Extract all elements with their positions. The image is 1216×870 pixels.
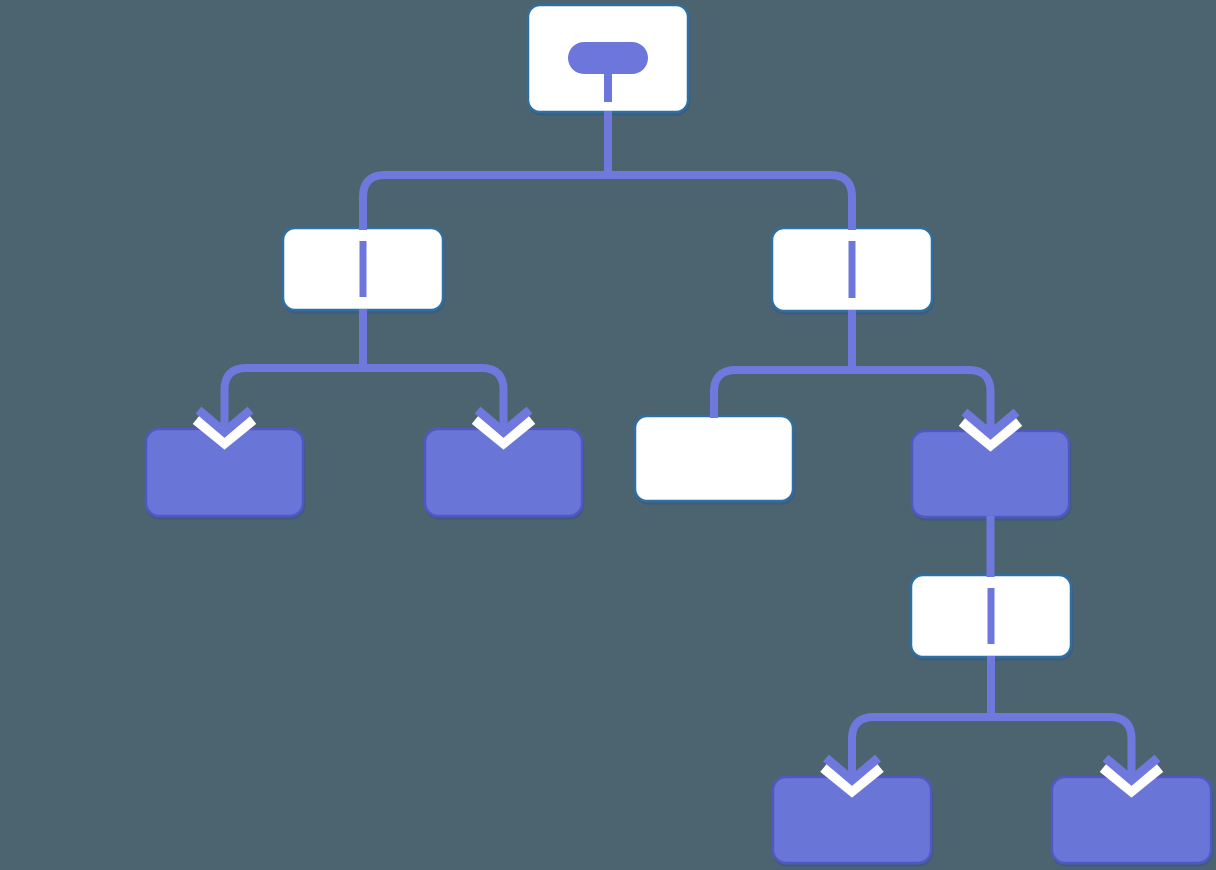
- arrow-leaf-left-a-arrowhead-icon: [195, 406, 254, 438]
- arrow-node-right-chevron-white-icon: [958, 414, 1023, 452]
- arrow-node-right-arrowhead-icon: [961, 408, 1020, 440]
- edge-bus-branch-right: [710, 366, 995, 432]
- edge-bus-root: [359, 171, 856, 230]
- arrow-purple-layer: [195, 406, 1161, 786]
- edge-bus-branch-lower: [848, 713, 1136, 778]
- arrow-leaf-left-a-chevron-white-icon: [192, 412, 257, 450]
- arrow-leaf-bottom-a-arrowhead-icon: [823, 754, 881, 786]
- card-mid-node[interactable]: [633, 414, 795, 503]
- arrow-leaf-bottom-b-chevron-white-icon: [1099, 760, 1164, 798]
- edges-layer: [220, 111, 1136, 778]
- nodes-layer: [144, 3, 1213, 865]
- edge-bus-branch-left: [220, 364, 508, 430]
- arrow-leaf-left-b-arrowhead-icon: [474, 406, 533, 438]
- arrow-white-layer: [192, 412, 1164, 798]
- root-pill: [568, 42, 648, 74]
- arrow-leaf-left-b-chevron-white-icon: [471, 412, 536, 450]
- arrow-leaf-bottom-a-chevron-white-icon: [820, 760, 884, 798]
- arrow-leaf-bottom-b-arrowhead-icon: [1102, 754, 1161, 786]
